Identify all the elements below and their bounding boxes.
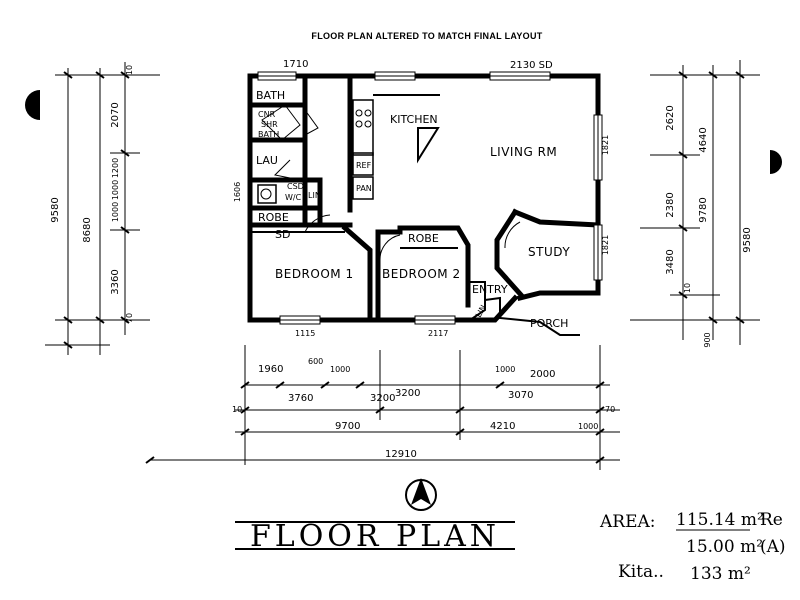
bottom-dim-1000b: 1000 — [495, 365, 515, 374]
bottom-dimension-lines — [145, 345, 620, 470]
bottom-dim-1000a: 1000 — [330, 365, 350, 374]
bottom-dim-3760: 3760 — [288, 393, 313, 404]
left-dim-8680: 8680 — [82, 217, 93, 242]
left-dim-70: 70 — [125, 313, 134, 323]
bottom-dim-4210: 4210 — [490, 421, 515, 432]
window-dim-1821b: 1821 — [601, 235, 610, 255]
area-line2-suffix: (A) — [760, 537, 786, 557]
bottom-dim-9700: 9700 — [335, 421, 360, 432]
right-dim-9580: 9580 — [742, 227, 753, 252]
room-label-lin-upper: LIN — [308, 191, 321, 200]
area-line3: Kita.. — [618, 562, 664, 582]
left-dim-1606: 1606 — [233, 182, 242, 202]
left-north-mark-icon — [25, 90, 40, 120]
left-dim-9580: 9580 — [50, 197, 61, 222]
walls — [247, 73, 601, 336]
right-dimension-lines — [630, 60, 782, 345]
room-label-robe-bed2: ROBE — [408, 232, 439, 245]
room-label-lin-entry: LIN — [474, 303, 488, 319]
room-label-laundry: LAU — [256, 154, 278, 167]
right-dim-10: 10 — [683, 283, 692, 293]
bottom-dim-2000: 2000 — [530, 369, 555, 380]
window-dim-1821a: 1821 — [601, 135, 610, 155]
room-label-shr: SHR — [261, 120, 278, 129]
bottom-dim-3070: 3070 — [508, 390, 533, 401]
top-dim-1710: 1710 — [283, 59, 308, 70]
room-label-pan: PAN — [356, 184, 372, 193]
top-dim-2130sd: 2130 SD — [510, 60, 553, 71]
left-dim-2070: 2070 — [110, 102, 121, 127]
area-line3-value: 133 m² — [690, 564, 751, 584]
room-label-robe-small: ROBE — [258, 211, 289, 224]
left-dim-10: 10 — [125, 65, 134, 75]
room-label-study: STUDY — [528, 245, 570, 259]
room-label-entry: ENTRY — [472, 283, 508, 296]
room-label-bedroom2: BEDROOM 2 — [382, 267, 461, 281]
area-block: AREA: 115.14 m² Re 15.00 m² (A) Kita.. 1… — [599, 510, 786, 584]
right-dim-9780: 9780 — [698, 197, 709, 222]
windows — [257, 71, 603, 325]
room-label-bedroom1: BEDROOM 1 — [275, 267, 354, 281]
left-dim-1000b: 1000 — [111, 202, 120, 222]
room-label-wc: W/C — [285, 193, 302, 202]
right-dim-4640: 4640 — [698, 127, 709, 152]
area-line1-suffix: Re — [760, 510, 783, 530]
opening-dim-2117: 2117 — [428, 329, 448, 338]
room-label-bath2: BATH — [258, 130, 279, 139]
room-label-living: LIVING RM — [490, 145, 557, 159]
room-label-kitchen: KITCHEN — [390, 113, 438, 126]
bottom-dim-3200b: 3200 — [370, 393, 395, 404]
north-arrow-icon — [405, 478, 437, 511]
right-dim-2380: 2380 — [665, 192, 676, 217]
right-dim-2620: 2620 — [665, 105, 676, 130]
plan-header: FLOOR PLAN ALTERED TO MATCH FINAL LAYOUT — [311, 31, 542, 41]
bottom-dim-3200a: 3200 — [395, 388, 420, 399]
right-dim-3480: 3480 — [665, 249, 676, 274]
room-label-bath: BATH — [256, 89, 285, 102]
area-label: AREA: — [599, 512, 656, 532]
fixtures — [257, 94, 521, 261]
room-labels: BATH CNR SHR BATH LAU CSD W/C LIN ROBE S… — [256, 89, 570, 330]
area-line1: 115.14 m² — [676, 510, 764, 530]
left-dim-1000a: 1000 — [111, 180, 120, 200]
right-north-mark-icon — [770, 150, 782, 174]
opening-dim-1115: 1115 — [295, 329, 315, 338]
bottom-dim-1000c: 1000 — [578, 422, 598, 431]
bottom-dim-10: 10 — [232, 405, 242, 414]
left-dim-3360: 3360 — [110, 269, 121, 294]
bottom-dim-70: 70 — [605, 405, 615, 414]
right-dim-900: 900 — [703, 332, 712, 347]
room-label-ref: REF — [356, 161, 372, 170]
left-dim-1200: 1200 — [111, 158, 120, 178]
area-line2: 15.00 m² — [686, 537, 763, 557]
left-dimension-lines — [25, 62, 160, 355]
bottom-dim-600: 600 — [308, 357, 323, 366]
room-label-sd: SD — [275, 228, 290, 241]
room-label-csd: CSD — [287, 182, 304, 191]
room-label-cnr: CNR — [258, 110, 276, 119]
bottom-dim-total: 12910 — [385, 449, 417, 460]
plan-title: FLOOR PLAN — [250, 519, 500, 554]
room-label-porch: PORCH — [530, 317, 568, 330]
bottom-dim-1960: 1960 — [258, 364, 283, 375]
